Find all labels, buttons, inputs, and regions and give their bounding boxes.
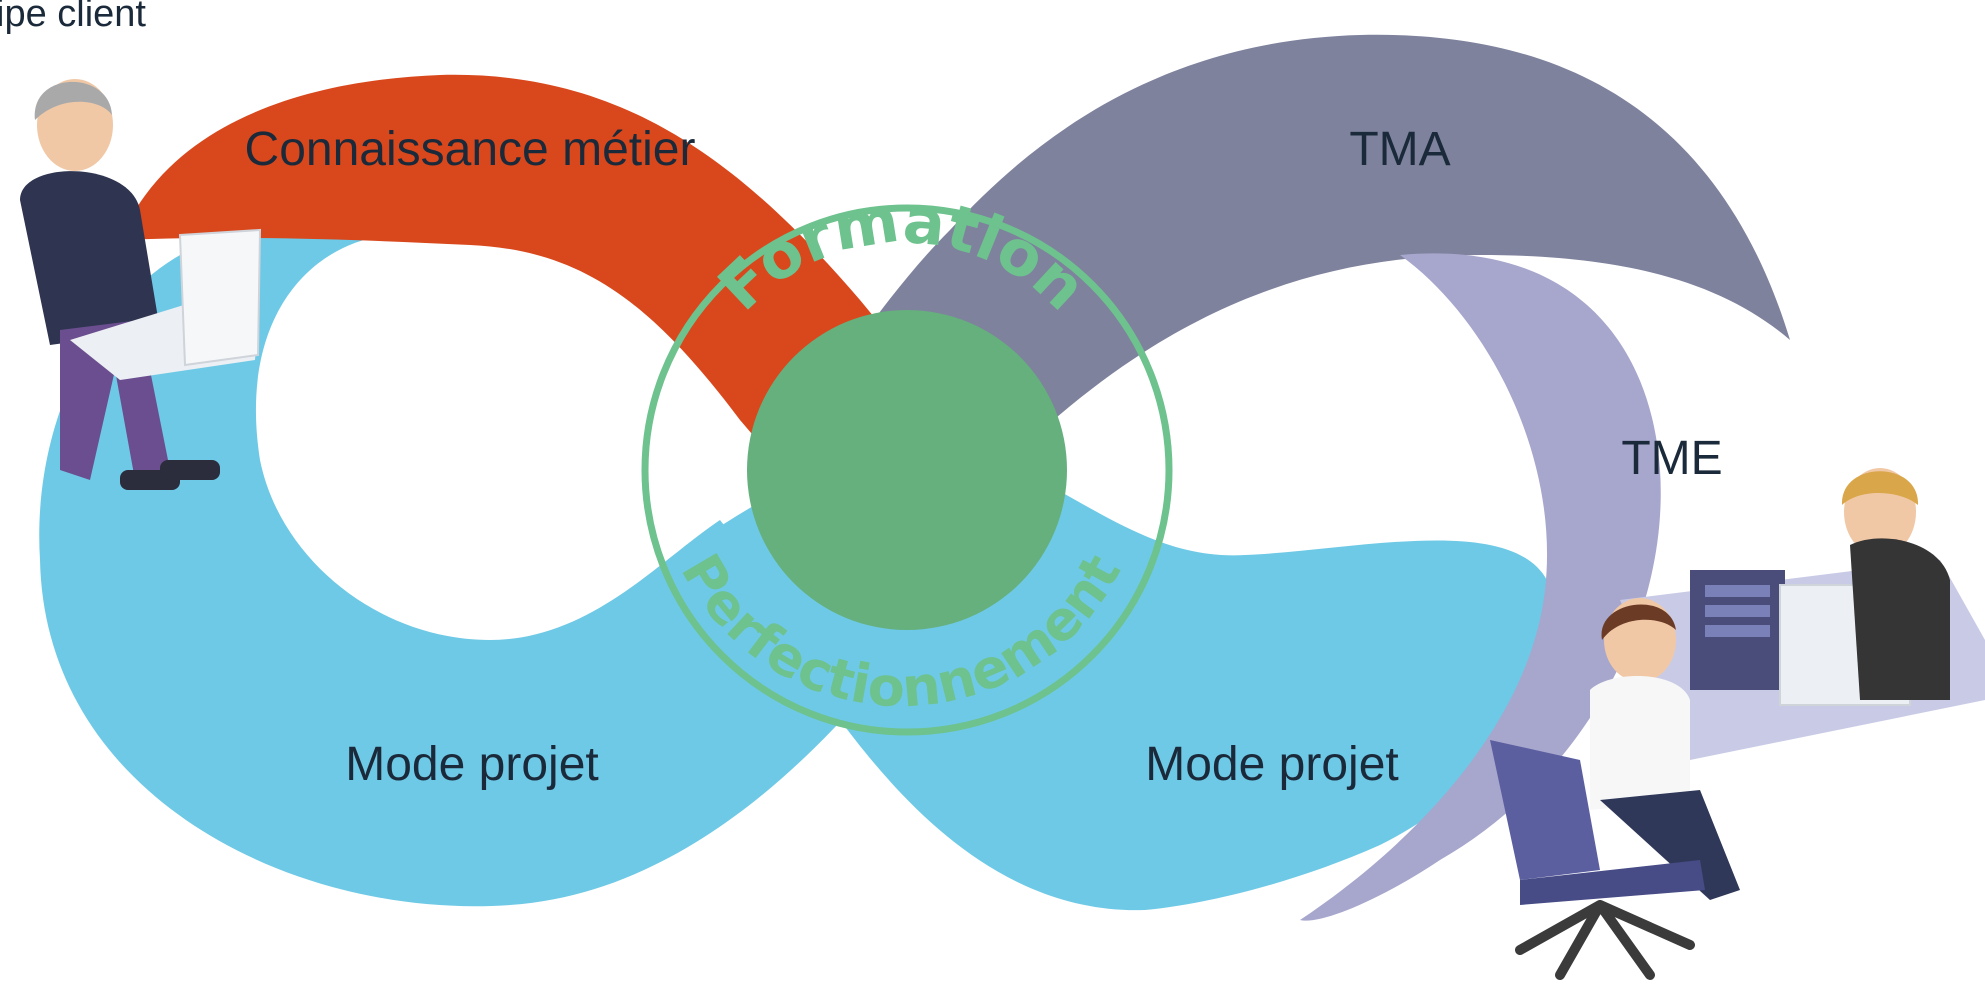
header-caption: ipe client (0, 0, 146, 35)
band-mode-projet-left (39, 224, 861, 907)
center-disc (747, 310, 1067, 630)
center-ring (641, 204, 1173, 736)
label-mode-projet-left: Mode projet (345, 738, 598, 791)
office-team-illustration (1490, 468, 1985, 980)
label-tme: TME (1621, 432, 1722, 485)
client-person-illustration (20, 79, 262, 490)
label-mode-projet-right: Mode projet (1145, 738, 1398, 791)
label-connaissance-metier: Connaissance métier (245, 123, 696, 176)
band-tme (1300, 253, 1661, 921)
label-tma: TMA (1349, 123, 1450, 176)
band-tma (790, 34, 1790, 571)
